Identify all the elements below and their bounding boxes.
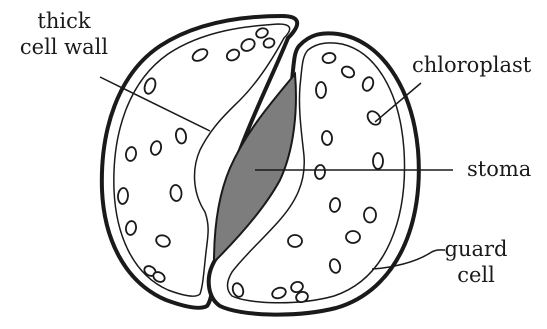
chloroplast bbox=[170, 185, 182, 202]
guard-cell-label: guard cell bbox=[440, 236, 512, 288]
chloroplast bbox=[288, 235, 302, 247]
chloroplast-label: chloroplast bbox=[412, 52, 531, 78]
thick-cell-wall-label-line-1: thick bbox=[8, 8, 120, 34]
thick-cell-wall-label-line-2: cell wall bbox=[8, 34, 120, 60]
guard-cell-label-line-2: cell bbox=[440, 262, 512, 288]
chloroplast bbox=[373, 153, 383, 169]
stoma-label: stoma bbox=[467, 156, 531, 182]
guard-cell-label-line-1: guard bbox=[440, 236, 512, 262]
chloroplast bbox=[321, 131, 332, 146]
thick-cell-wall-label: thick cell wall bbox=[8, 8, 120, 60]
chloroplast bbox=[364, 208, 376, 223]
chloroplast bbox=[346, 231, 360, 243]
chloroplast bbox=[117, 188, 128, 205]
chloroplast bbox=[316, 82, 326, 98]
chloroplast bbox=[314, 165, 325, 180]
